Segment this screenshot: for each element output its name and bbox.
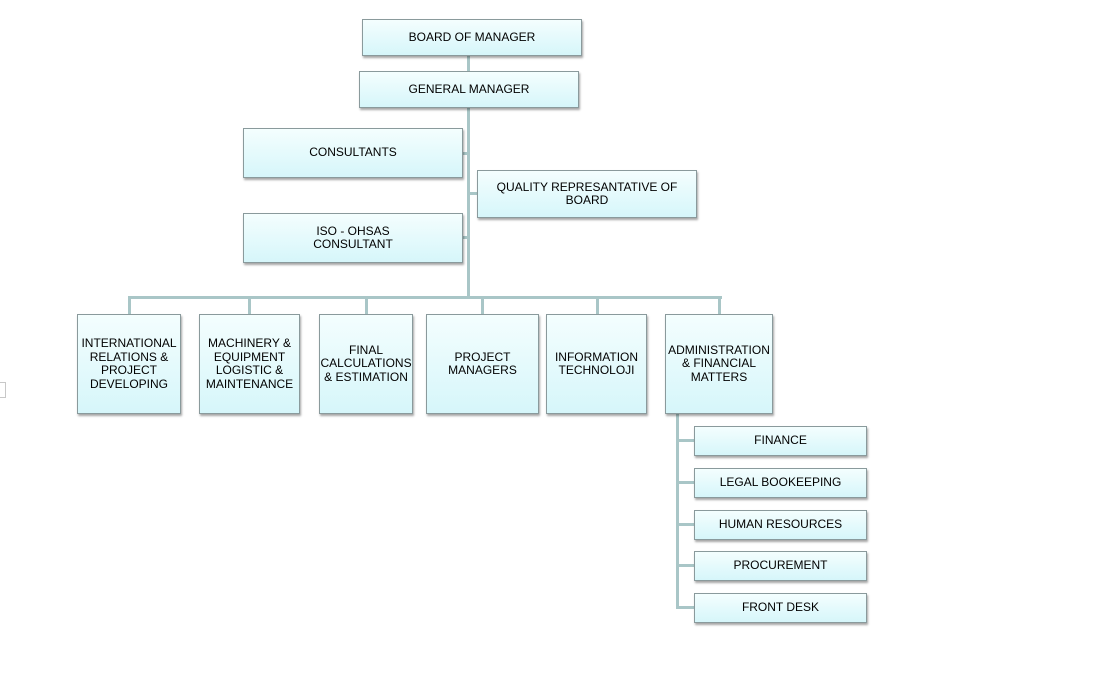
node-admin-unit[interactable]: FRONT DESK (694, 593, 867, 623)
node-board-of-manager[interactable]: BOARD OF MANAGER (362, 19, 582, 56)
connector-iso (462, 236, 468, 239)
node-admin-unit[interactable]: HUMAN RESOURCES (694, 510, 867, 540)
connector-admin-5 (676, 606, 694, 609)
connector-admin-1 (676, 439, 694, 442)
connector-trunk (467, 106, 470, 299)
node-label: INFORMATION TECHNOLOJI (554, 349, 639, 377)
node-label: ADMINISTRATION & FINANCIAL MATTERS (668, 342, 770, 384)
node-label: QUALITY REPRESANTATIVE OF BOARD (496, 179, 678, 207)
node-label: CONSULTANTS (309, 145, 397, 160)
node-label: HUMAN RESOURCES (718, 517, 843, 532)
node-consultants[interactable]: CONSULTANTS (243, 128, 463, 178)
connector-admin-3 (676, 523, 694, 526)
node-label: MACHINERY & EQUIPMENT LOGISTIC & MAINTEN… (205, 336, 294, 391)
connector-dept-2 (248, 296, 251, 315)
node-quality-representative[interactable]: QUALITY REPRESANTATIVE OF BOARD (477, 170, 697, 218)
connector-quality-rep (469, 192, 477, 195)
canvas-edge-handle[interactable] (0, 382, 6, 398)
node-department[interactable]: FINAL CALCULATIONS & ESTIMATION (319, 314, 413, 414)
node-label: INTERNATIONAL RELATIONS & PROJECT DEVELO… (81, 336, 177, 391)
node-label: PROJECT MANAGERS (448, 349, 517, 377)
connector-dept-1 (128, 296, 131, 315)
node-label: BOARD OF MANAGER (408, 29, 536, 44)
connector-board-gm (467, 55, 470, 71)
node-admin-unit[interactable]: FINANCE (694, 426, 867, 456)
node-admin-unit[interactable]: LEGAL BOOKEEPING (694, 468, 867, 498)
connector-admin-4 (676, 564, 694, 567)
node-admin-unit[interactable]: PROCUREMENT (694, 551, 867, 581)
connector-admin-2 (676, 481, 694, 484)
node-department[interactable]: ADMINISTRATION & FINANCIAL MATTERS (665, 314, 773, 414)
node-label: FINANCE (754, 433, 807, 448)
node-department[interactable]: MACHINERY & EQUIPMENT LOGISTIC & MAINTEN… (199, 314, 300, 414)
node-label: LEGAL BOOKEEPING (719, 475, 842, 490)
node-department[interactable]: PROJECT MANAGERS (426, 314, 539, 414)
node-label: ISO - OHSAS CONSULTANT (313, 223, 393, 251)
node-general-manager[interactable]: GENERAL MANAGER (359, 71, 579, 108)
node-label: GENERAL MANAGER (408, 81, 530, 96)
connector-dept-4 (481, 296, 484, 315)
node-department[interactable]: INTERNATIONAL RELATIONS & PROJECT DEVELO… (77, 314, 181, 414)
connector-dept-3 (365, 296, 368, 315)
connector-consultants (462, 152, 468, 155)
node-department[interactable]: INFORMATION TECHNOLOJI (546, 314, 647, 414)
connector-admin-trunk (676, 412, 679, 609)
connector-departments-bus (128, 296, 722, 299)
node-label: FINAL CALCULATIONS & ESTIMATION (320, 342, 412, 384)
connector-dept-6 (718, 296, 721, 315)
node-label: PROCUREMENT (733, 558, 828, 573)
node-iso-ohsas-consultant[interactable]: ISO - OHSAS CONSULTANT (243, 213, 463, 263)
node-label: FRONT DESK (741, 600, 820, 615)
connector-dept-5 (596, 296, 599, 315)
